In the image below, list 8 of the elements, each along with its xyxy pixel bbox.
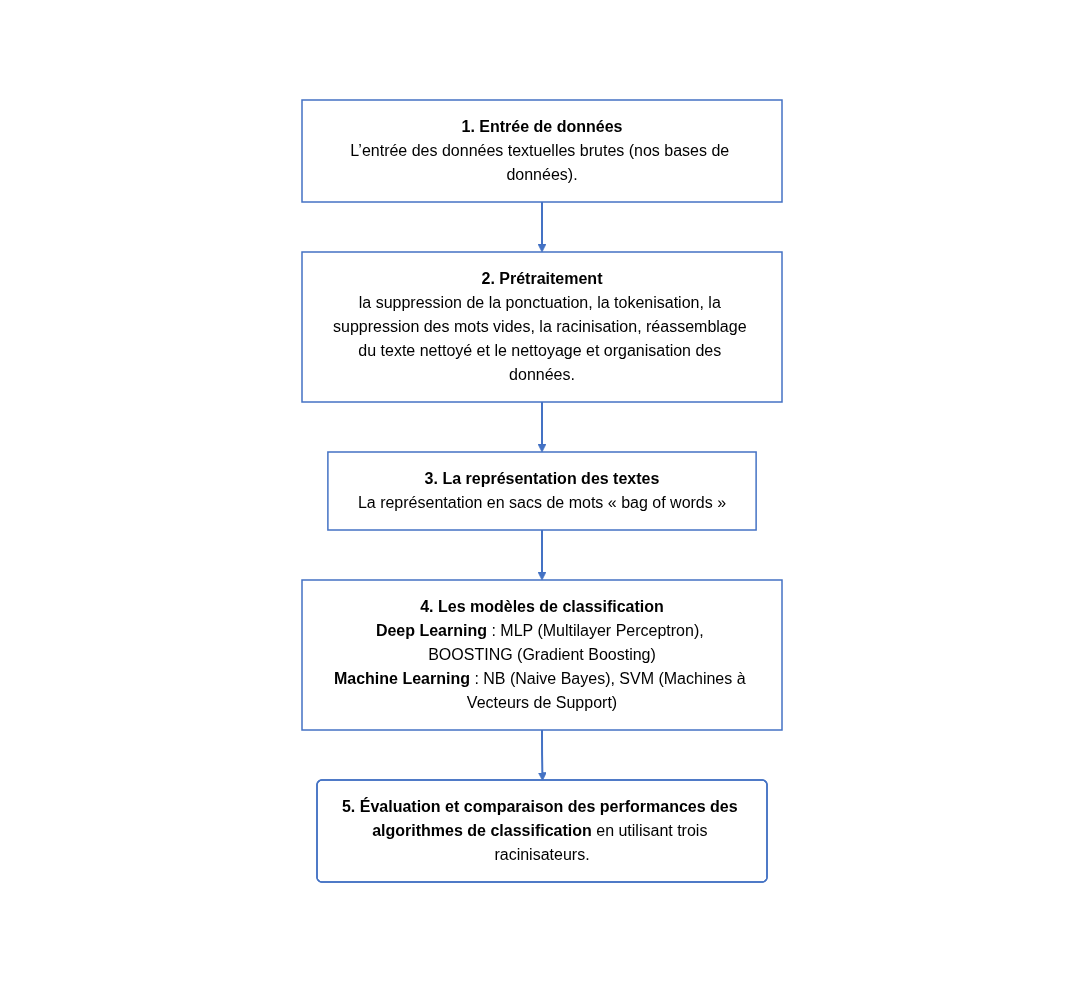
arrow: [537, 728, 547, 781]
arrow: [537, 400, 546, 452]
arrow: [537, 528, 546, 580]
node-box: 3. La représentation des textes La représentation en sacs de mots « bag of words »: [326, 450, 757, 531]
node-box: 1. Entrée de données L’entrée des données textuelles brutes (nos bases de données).: [300, 98, 783, 203]
node-box: 2. Prétraitement la suppression de la ponctuation, la tokenisation, la suppression des mots vides, la racinisation, réassemblage du texte nettoyé et le nettoyage et organisation des données.: [300, 250, 783, 403]
arrow: [537, 200, 546, 252]
node-box: 4. Les modèles de classification Deep Learning : MLP (Multilayer Perceptron), BOOSTING (Gradient Boosting) Machine Learning : NB (Naive Bayes), SVM (Machines à Vecteurs de Support): [300, 578, 783, 731]
